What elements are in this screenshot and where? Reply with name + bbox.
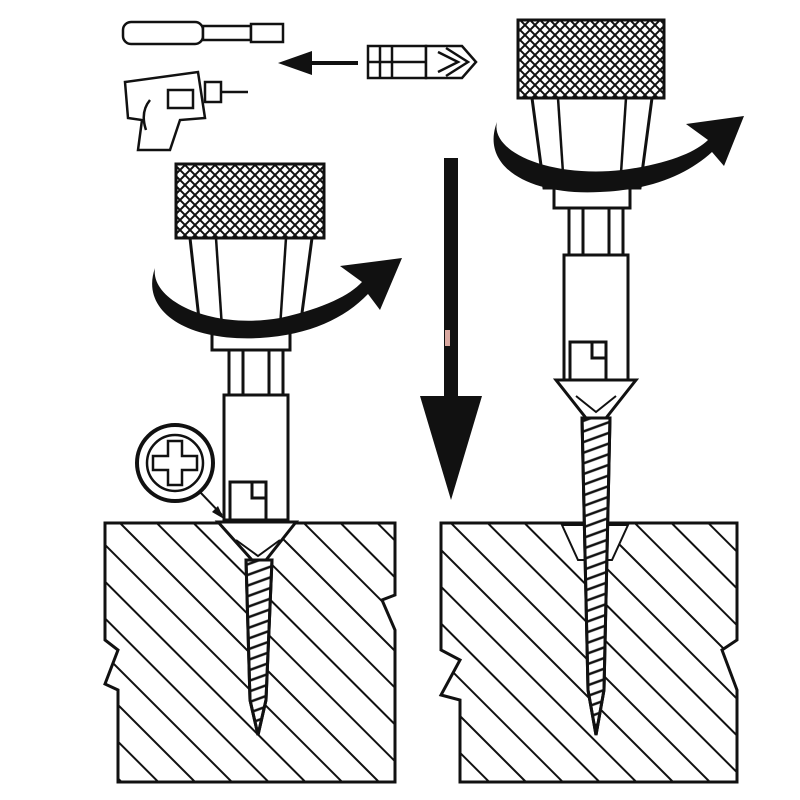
right-drill-chuck — [516, 18, 666, 210]
left-arrow-icon — [278, 51, 358, 75]
extractor-bit-icon — [366, 44, 478, 80]
right-extractor-bit — [562, 206, 630, 382]
left-rotation-arrow-icon — [152, 258, 402, 339]
left-drill-chuck — [174, 162, 326, 352]
right-screw — [552, 378, 640, 736]
right-rotation-arrow-icon — [493, 116, 744, 193]
left-screw — [214, 520, 300, 736]
phillips-head-detail-icon — [135, 423, 224, 519]
screwdriver-icon — [121, 20, 285, 46]
down-arrow-icon — [420, 158, 482, 500]
power-drill-icon — [123, 70, 248, 152]
left-extractor-bit — [222, 348, 290, 522]
